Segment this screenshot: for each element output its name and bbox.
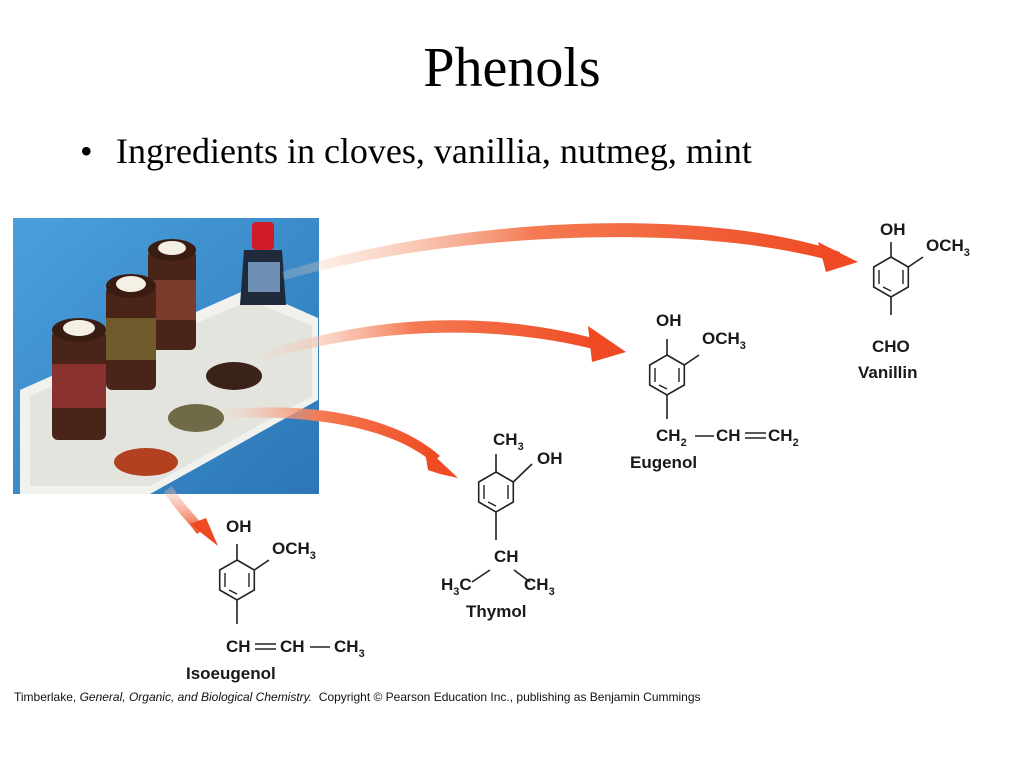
arrow-to-isoeugenol <box>164 486 218 546</box>
vanillin-oh: OH <box>880 220 906 239</box>
nutmeg-pile <box>114 448 178 476</box>
bullet-text: Ingredients in cloves, vanillia, nutmeg,… <box>116 131 752 171</box>
thyme-pile <box>168 404 224 432</box>
isoeugenol-och3: OCH3 <box>272 539 316 562</box>
isoeugenol-ch-mid: CH <box>280 637 305 656</box>
isoeugenol-name: Isoeugenol <box>186 664 276 683</box>
eugenol-ch2-right: CH2 <box>768 426 799 449</box>
vanillin-och3: OCH3 <box>926 236 970 259</box>
slide-title: Phenols <box>423 37 601 99</box>
thymol-ch3-right: CH3 <box>524 575 555 598</box>
vanillin-cho: CHO <box>872 337 910 356</box>
copyright-credit: Timberlake, General, Organic, and Biolog… <box>14 690 701 704</box>
bullet-item: • Ingredients in cloves, vanillia, nutmeg… <box>80 130 752 172</box>
molecule-eugenol <box>648 339 700 419</box>
eugenol-ch: CH <box>716 426 741 445</box>
eugenol-ch2-left: CH2 <box>656 426 687 449</box>
eugenol-oh: OH <box>656 311 682 330</box>
vanillin-name: Vanillin <box>858 363 918 382</box>
arrow-to-vanillin <box>282 223 858 280</box>
thymol-ch3-top: CH3 <box>493 430 524 453</box>
molecule-thymol <box>471 454 533 583</box>
cloves-pile <box>206 362 262 390</box>
molecule-isoeugenol <box>218 544 270 624</box>
isoeugenol-oh: OH <box>226 517 252 536</box>
isoeugenol-ch3: CH3 <box>334 637 365 660</box>
arrow-to-eugenol <box>262 320 626 362</box>
jar-nutmeg <box>52 318 106 440</box>
vanilla-bottle <box>240 222 286 305</box>
thymol-name: Thymol <box>466 602 526 621</box>
bullet-marker: • <box>80 131 93 171</box>
thymol-ch: CH <box>494 547 519 566</box>
isoeugenol-ch-left: CH <box>226 637 251 656</box>
eugenol-name: Eugenol <box>630 453 697 472</box>
jar-thyme <box>106 274 156 390</box>
thymol-oh: OH <box>537 449 563 468</box>
thymol-h3c: H3C <box>441 575 472 598</box>
arrow-to-thymol <box>222 407 458 478</box>
eugenol-och3: OCH3 <box>702 329 746 352</box>
molecule-vanillin <box>872 242 924 315</box>
